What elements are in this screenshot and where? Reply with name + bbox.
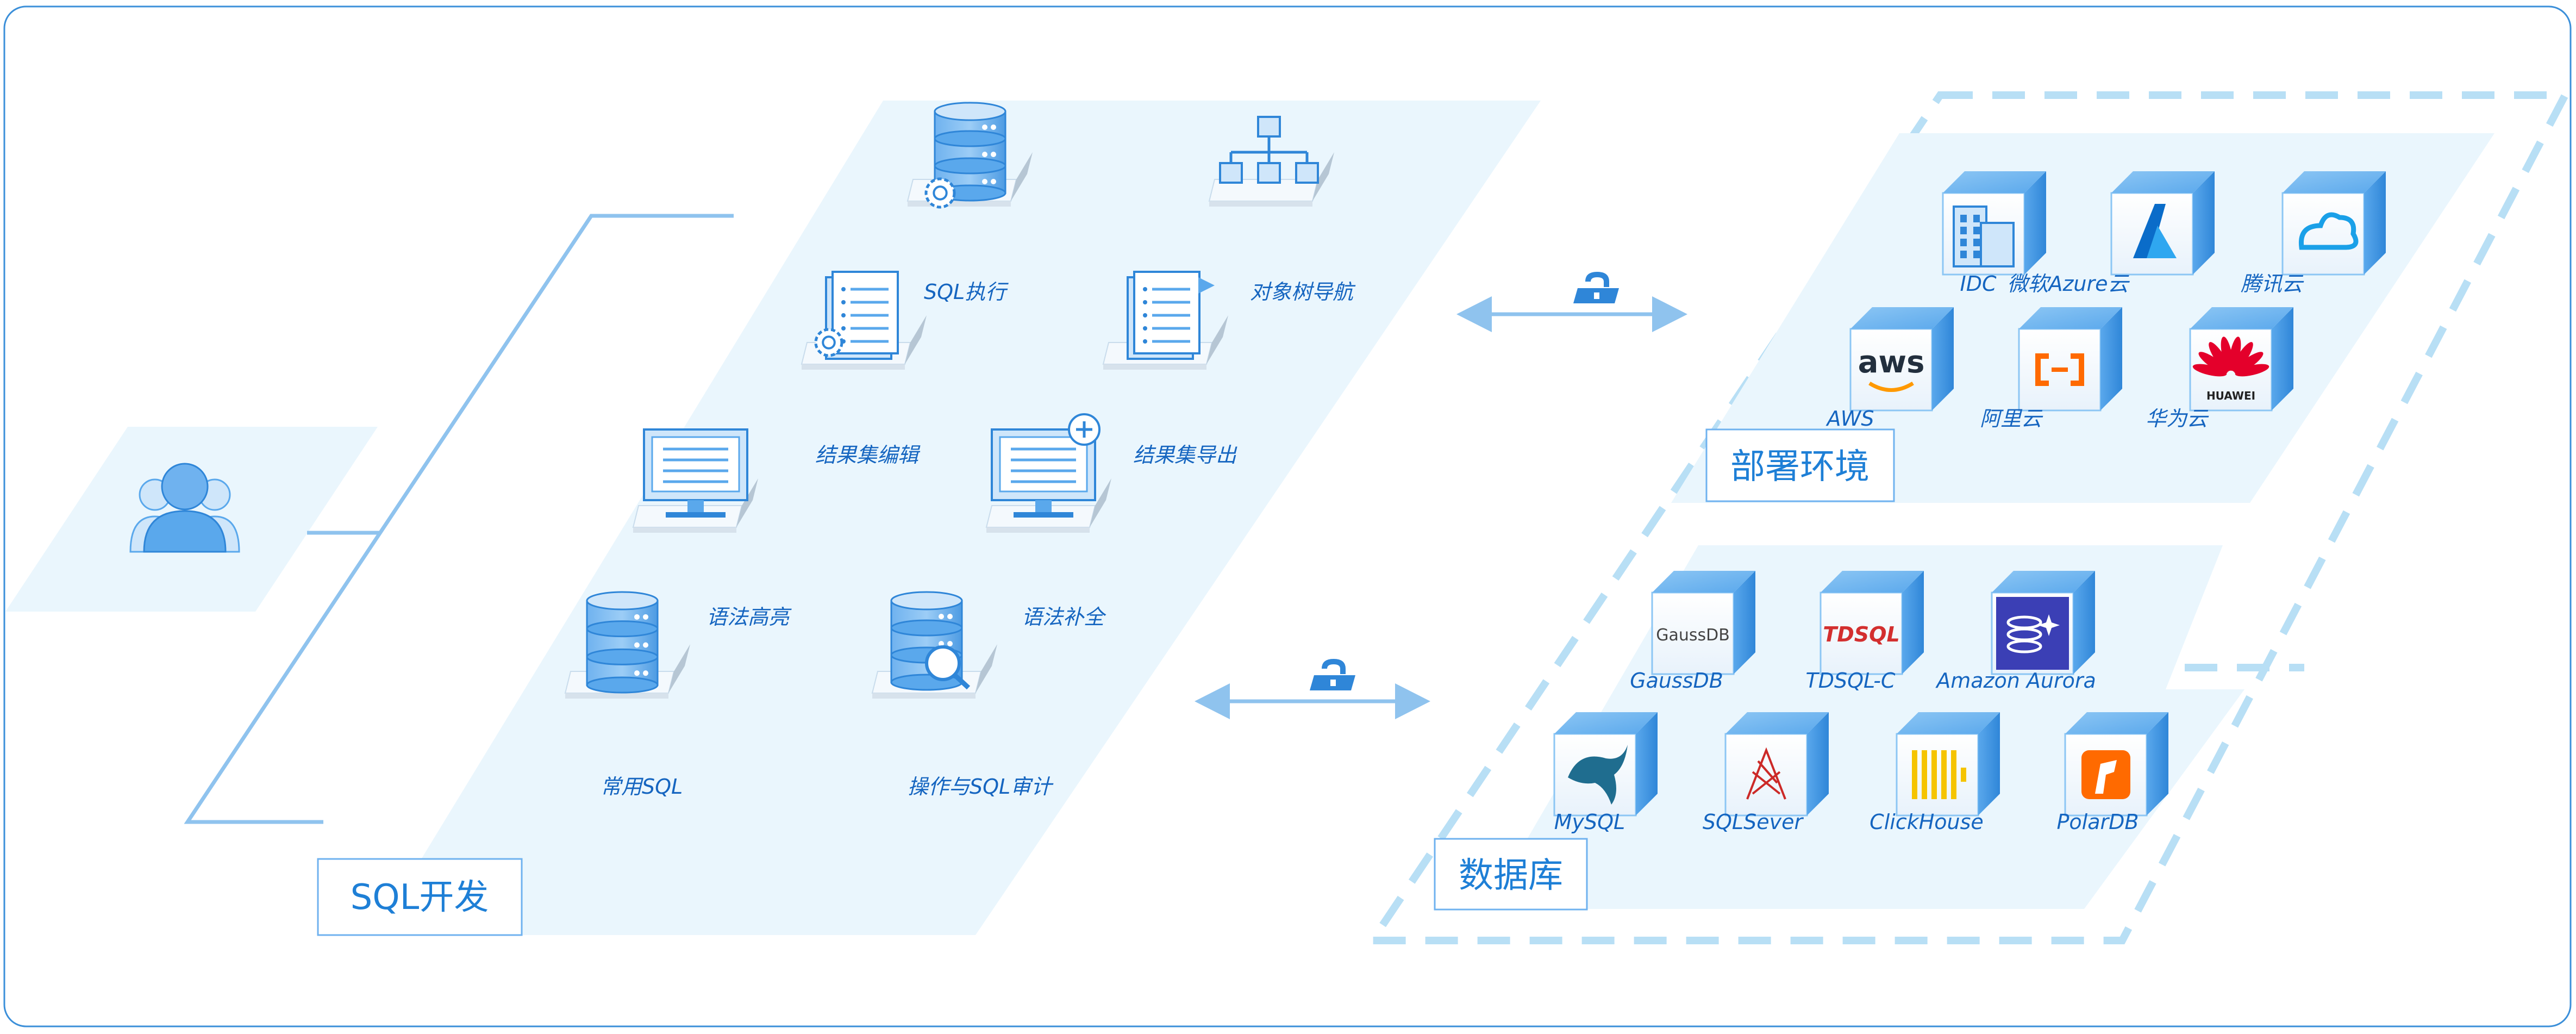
document-gear-icon xyxy=(801,271,927,370)
database-label: Amazon Aurora xyxy=(1935,669,2096,693)
sqlserver-logo-icon xyxy=(1724,712,1829,817)
deploy-label: 腾讯云 xyxy=(2241,272,2304,296)
database-label: SQLSever xyxy=(1703,810,1804,834)
users-group-icon xyxy=(129,463,240,553)
tdsql-logo-text: TDSQL xyxy=(1823,622,1899,646)
database-label: MySQL xyxy=(1554,810,1625,834)
building-icon xyxy=(1942,171,2046,276)
feature-label: 语法高亮 xyxy=(706,605,792,629)
monitor-plus-icon xyxy=(985,413,1111,533)
document-export-icon xyxy=(1102,271,1228,370)
database-icon xyxy=(564,591,690,699)
arrow-sql-database xyxy=(1195,683,1430,719)
database-label: GaussDB xyxy=(1630,669,1723,693)
tree-hierarchy-icon xyxy=(1208,116,1334,207)
database-search-icon xyxy=(871,591,997,699)
huawei-logo-icon: HUAWEI xyxy=(2189,307,2293,412)
database-label: TDSQL-C xyxy=(1806,669,1896,693)
deploy-label: IDC xyxy=(1960,272,1996,296)
database-label: PolarDB xyxy=(2057,810,2139,834)
clickhouse-logo-icon xyxy=(1896,712,2000,817)
tdsql-logo-icon: TDSQL xyxy=(1820,571,1924,675)
right-dashed-border xyxy=(1365,91,2572,944)
database-item-list: GaussDB GaussDB TDSQL TDSQL-C Amazon AuroraM… xyxy=(1553,571,2168,834)
gaussdb-logo-icon: GaussDB xyxy=(1651,571,1755,675)
deploy-label: 微软Azure云 xyxy=(2007,272,2130,296)
aws-logo-text: aws xyxy=(1858,345,1925,380)
azure-logo-icon xyxy=(2110,171,2215,276)
database-label: ClickHouse xyxy=(1870,810,1984,834)
database-tag: 数据库 xyxy=(1434,838,1588,911)
huawei-logo-text: HUAWEI xyxy=(2206,389,2255,402)
database-title: 数据库 xyxy=(1459,856,1563,896)
sql-dev-tag: SQL开发 xyxy=(317,858,523,936)
aws-logo-icon: aws xyxy=(1849,307,1954,412)
feature-label: 语法补全 xyxy=(1022,605,1106,629)
mysql-dolphin-icon xyxy=(1553,712,1658,817)
lock-icon xyxy=(1573,272,1619,303)
deploy-label: 阿里云 xyxy=(1980,407,2043,431)
deploy-label: AWS xyxy=(1825,407,1874,431)
deploy-label: 华为云 xyxy=(2146,407,2209,431)
feature-label: 操作与SQL审计 xyxy=(908,775,1054,799)
feature-label: SQL执行 xyxy=(924,280,1009,304)
feature-label: 结果集导出 xyxy=(1133,443,1237,467)
arrow-sql-deploy xyxy=(1456,296,1687,332)
sql-dev-panel xyxy=(375,101,1541,935)
polardb-logo-icon xyxy=(2064,712,2168,817)
feature-label: 常用SQL xyxy=(601,775,683,799)
monitor-text-icon xyxy=(632,428,758,533)
deploy-tag: 部署环境 xyxy=(1705,428,1895,502)
lock-icon xyxy=(1310,659,1355,690)
aliyun-logo-icon xyxy=(2018,307,2122,412)
user-connector-lines xyxy=(184,214,734,824)
feature-label: 对象树导航 xyxy=(1250,280,1356,304)
feature-label: 结果集编辑 xyxy=(815,443,921,467)
sql-dev-title: SQL开发 xyxy=(351,877,489,918)
tencent-cloud-icon xyxy=(2281,171,2386,276)
gaussdb-logo-text: GaussDB xyxy=(1656,626,1730,645)
database-gear-icon xyxy=(906,102,1033,209)
aurora-logo-icon xyxy=(1991,571,2095,675)
deploy-title: 部署环境 xyxy=(1730,447,1870,487)
